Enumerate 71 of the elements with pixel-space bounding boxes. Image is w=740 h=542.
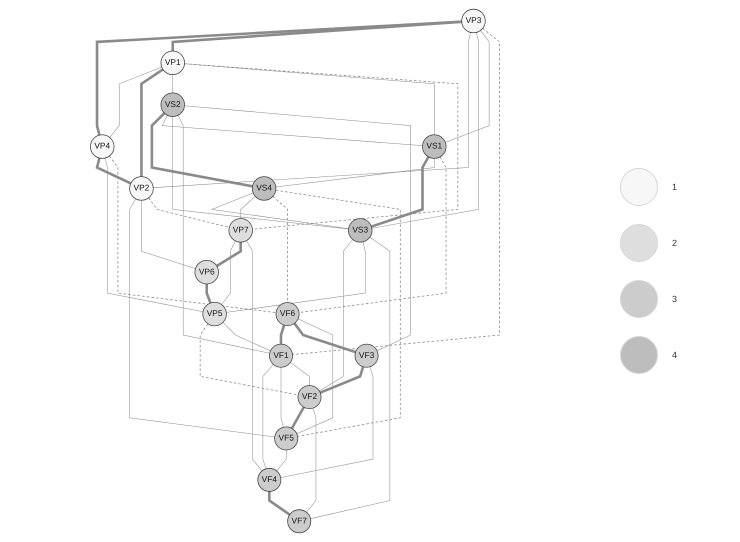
connector xyxy=(293,322,356,354)
connector xyxy=(152,32,471,188)
legend-label: 1 xyxy=(672,182,678,192)
connector xyxy=(200,323,299,396)
node-circle: VF3 xyxy=(354,344,379,368)
connector xyxy=(141,200,196,269)
connector xyxy=(162,115,423,146)
connector xyxy=(310,236,390,519)
node-circle: VP3 xyxy=(461,8,486,34)
node-circle: VP4 xyxy=(90,134,114,159)
node-circle: VF1 xyxy=(269,344,293,368)
node-circle: VF7 xyxy=(287,509,312,534)
connector xyxy=(371,156,430,228)
connector xyxy=(272,196,288,303)
connector xyxy=(276,450,286,472)
node-circle: VF6 xyxy=(276,302,300,326)
connector xyxy=(280,324,286,344)
node-circle: VF5 xyxy=(274,426,298,450)
connector xyxy=(280,366,374,478)
connector xyxy=(226,242,366,313)
node-circle: VP5 xyxy=(202,302,227,326)
connector xyxy=(104,158,204,312)
connector xyxy=(171,20,462,52)
connector xyxy=(240,196,256,219)
connector xyxy=(372,32,479,229)
connector xyxy=(275,190,401,437)
node-circle: VP6 xyxy=(194,260,219,284)
connector xyxy=(320,366,364,394)
connector xyxy=(246,240,262,472)
connector xyxy=(96,20,462,136)
connector xyxy=(262,364,274,470)
connector xyxy=(150,112,253,188)
connector xyxy=(184,64,435,136)
connector xyxy=(290,362,310,386)
connector xyxy=(178,115,270,354)
connector xyxy=(184,63,458,230)
connector xyxy=(109,66,162,138)
node-circle: VS3 xyxy=(348,218,372,243)
node-circle: VF4 xyxy=(257,468,282,492)
node-circle: VS1 xyxy=(422,134,446,159)
connector xyxy=(216,242,242,268)
connector xyxy=(222,322,271,352)
connector xyxy=(280,367,284,428)
node-circle: VF2 xyxy=(298,385,322,410)
connector xyxy=(276,158,435,188)
legend-label: 3 xyxy=(672,294,678,304)
connector xyxy=(221,240,236,305)
connector xyxy=(445,30,490,143)
connector xyxy=(205,284,212,304)
node-circle: VS4 xyxy=(252,176,276,201)
connector xyxy=(129,198,275,438)
connector xyxy=(319,239,354,392)
node-circle: VS2 xyxy=(160,92,185,117)
connector xyxy=(268,491,290,516)
legend-label: 2 xyxy=(672,238,678,248)
node-circle: VP7 xyxy=(228,218,253,243)
connector xyxy=(172,74,173,94)
connector xyxy=(298,156,446,313)
legend-label: 4 xyxy=(672,350,678,360)
connector xyxy=(306,408,316,513)
connector xyxy=(292,28,500,355)
node-circle: VP2 xyxy=(129,176,154,201)
connector xyxy=(172,116,349,230)
connector xyxy=(140,68,164,177)
connector xyxy=(148,198,230,228)
connector xyxy=(290,406,305,430)
connector xyxy=(296,318,334,434)
connector xyxy=(210,192,349,229)
connector xyxy=(96,158,132,185)
connector xyxy=(184,105,411,352)
node-circle: VP1 xyxy=(160,50,185,76)
